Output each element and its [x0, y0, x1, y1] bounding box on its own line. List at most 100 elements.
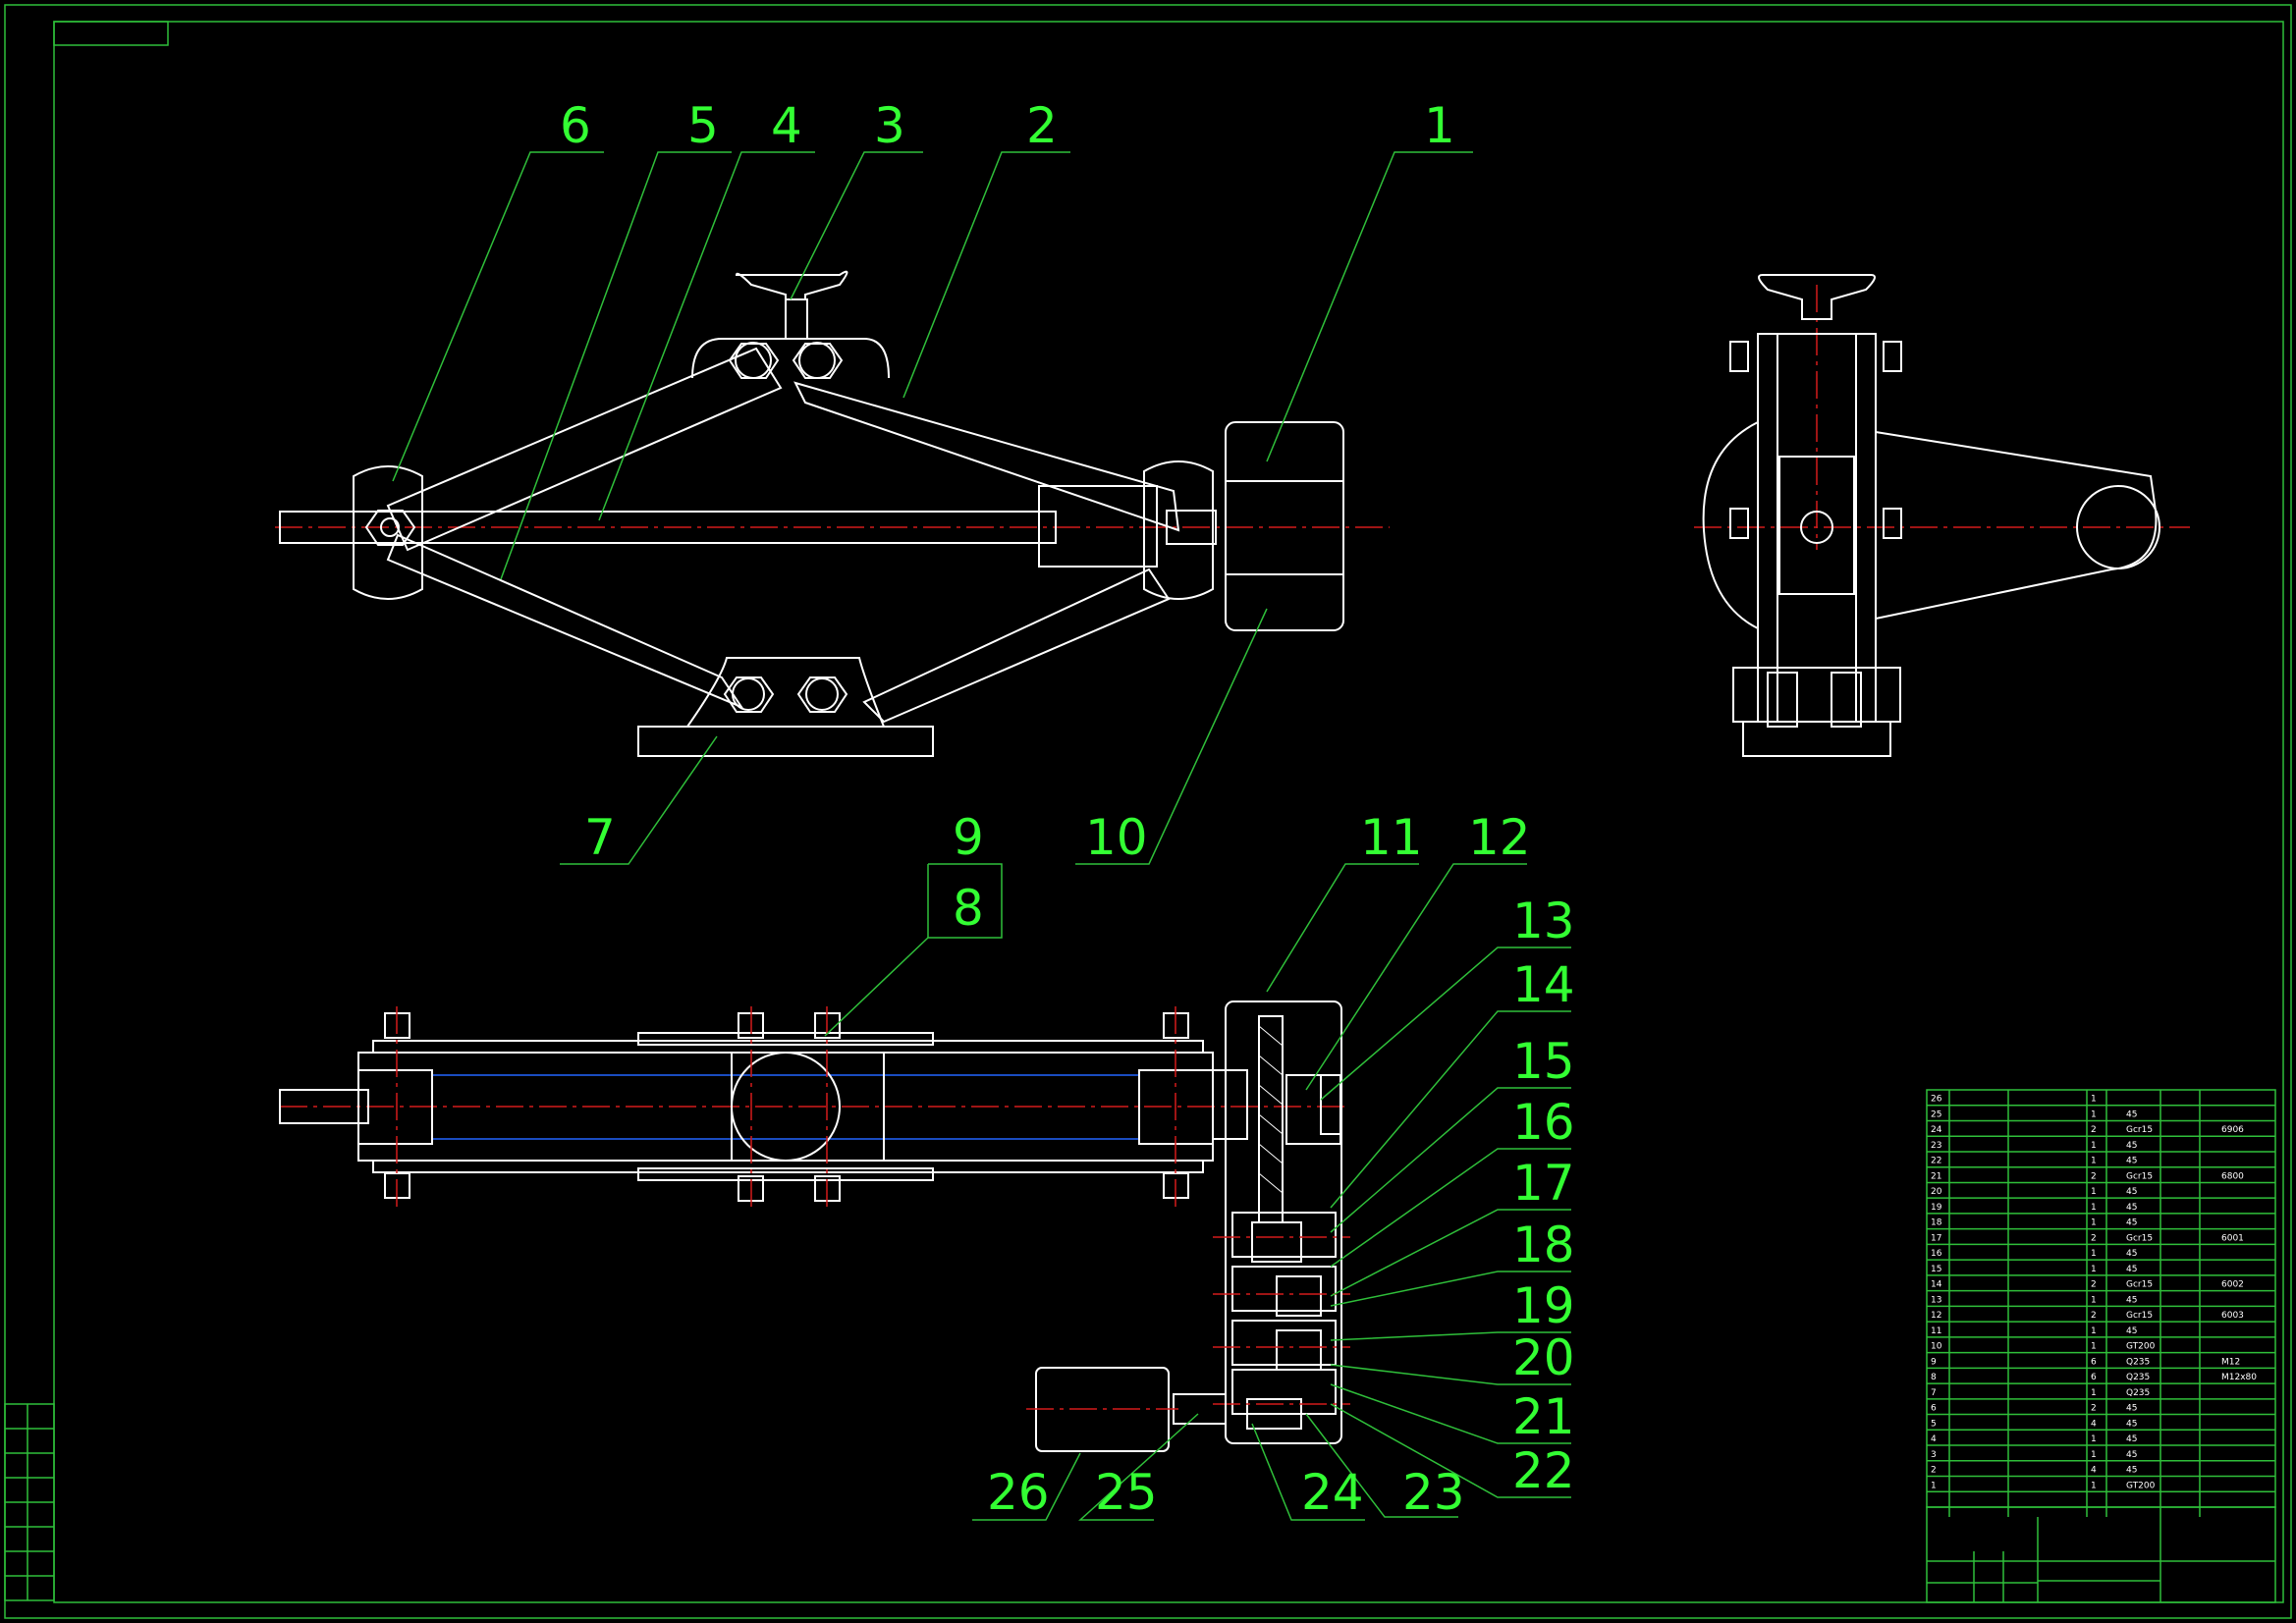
balloon-6: 6 — [560, 97, 591, 154]
bom-cell-material: Q235 — [2126, 1373, 2150, 1382]
balloon-8: 8 — [953, 880, 984, 937]
bom-cell-no: 23 — [1931, 1141, 1941, 1151]
bom-cell-note: 6002 — [2221, 1280, 2244, 1290]
bom-cell-qty: 2 — [2091, 1233, 2097, 1243]
front-view — [275, 270, 1390, 757]
bom-cell-material: Q235 — [2126, 1388, 2150, 1398]
bom-cell-material: Gcr15 — [2126, 1311, 2153, 1321]
balloon-11: 11 — [1360, 809, 1423, 866]
bom-cell-no: 11 — [1931, 1326, 1941, 1336]
balloon-5: 5 — [687, 97, 719, 154]
bom-cell-material: 45 — [2126, 1419, 2137, 1429]
balloon-9: 9 — [953, 809, 984, 866]
bom-cell-no: 15 — [1931, 1265, 1941, 1274]
bom-cell-no: 9 — [1931, 1357, 1937, 1367]
bom-cell-no: 25 — [1931, 1109, 1941, 1119]
bom-cell-material: 45 — [2126, 1295, 2137, 1305]
bom-cell-qty: 1 — [2091, 1265, 2097, 1274]
bom-cell-qty: 2 — [2091, 1404, 2097, 1414]
top-view — [279, 1001, 1350, 1452]
bom-cell-qty: 1 — [2091, 1157, 2097, 1166]
bom-cell-no: 7 — [1931, 1388, 1937, 1398]
bom-cell-no: 18 — [1931, 1218, 1942, 1228]
bom-cell-material: Q235 — [2126, 1357, 2150, 1367]
bom-cell-qty: 1 — [2091, 1342, 2097, 1352]
bom-cell-material: Gcr15 — [2126, 1125, 2153, 1135]
balloon-13: 13 — [1512, 893, 1575, 949]
bom-cell-no: 4 — [1931, 1434, 1937, 1444]
bom-cell-no: 6 — [1931, 1404, 1937, 1414]
bom-cell-material: 45 — [2126, 1265, 2137, 1274]
bom-cell-no: 10 — [1931, 1342, 1942, 1352]
bom-cell-note: 6906 — [2221, 1125, 2244, 1135]
balloon-12: 12 — [1468, 809, 1531, 866]
bom-cell-qty: 1 — [2091, 1295, 2097, 1305]
bom-cell-qty: 2 — [2091, 1280, 2097, 1290]
balloon-24: 24 — [1301, 1464, 1364, 1521]
bom-cell-material: 45 — [2126, 1450, 2137, 1460]
bom-cell-no: 26 — [1931, 1095, 1942, 1105]
bom-cell-qty: 2 — [2091, 1125, 2097, 1135]
bom-cell-no: 12 — [1931, 1311, 1941, 1321]
bom-cell-material: Gcr15 — [2126, 1233, 2153, 1243]
bom-cell-qty: 1 — [2091, 1249, 2097, 1259]
balloon-18: 18 — [1512, 1217, 1575, 1273]
side-view — [1694, 274, 2190, 757]
callout-leaders — [392, 151, 1571, 1521]
balloon-22: 22 — [1512, 1442, 1575, 1499]
drawing-frame — [4, 4, 2292, 1619]
bom-cell-qty: 6 — [2091, 1357, 2097, 1367]
bom-cell-material: 45 — [2126, 1203, 2137, 1213]
bom-cell-qty: 4 — [2091, 1419, 2097, 1429]
bom-cell-no: 5 — [1931, 1419, 1937, 1429]
balloon-21: 21 — [1512, 1388, 1575, 1445]
bom-cell-material: 45 — [2126, 1109, 2137, 1119]
bom-cell-qty: 1 — [2091, 1109, 2097, 1119]
bom-cell-qty: 1 — [2091, 1326, 2097, 1336]
bom-cell-material: GT200 — [2126, 1342, 2156, 1352]
bom-cell-no: 2 — [1931, 1466, 1937, 1476]
bom-cell-material: 45 — [2126, 1434, 2137, 1444]
bom-cell-material: 45 — [2126, 1187, 2137, 1197]
bom-cell-material: 45 — [2126, 1157, 2137, 1166]
balloon-1: 1 — [1424, 97, 1455, 154]
balloon-15: 15 — [1512, 1033, 1575, 1090]
bom-cell-no: 22 — [1931, 1157, 1941, 1166]
balloon-14: 14 — [1512, 956, 1575, 1013]
bom-cell-material: 45 — [2126, 1466, 2137, 1476]
bom-cell-qty: 1 — [2091, 1141, 2097, 1151]
bom-cell-no: 16 — [1931, 1249, 1942, 1259]
bom-cell-no: 13 — [1931, 1295, 1941, 1305]
bom-cell-qty: 1 — [2091, 1095, 2097, 1105]
balloon-26: 26 — [987, 1464, 1050, 1521]
bom-cell-material: 45 — [2126, 1249, 2137, 1259]
bom-cell-no: 8 — [1931, 1373, 1937, 1382]
bom-cell-note: 6001 — [2221, 1233, 2244, 1243]
balloon-3: 3 — [874, 97, 905, 154]
bom-cell-note: M12 — [2221, 1357, 2240, 1367]
bom-cell-material: Gcr15 — [2126, 1280, 2153, 1290]
balloon-4: 4 — [771, 97, 802, 154]
bom-cell-qty: 1 — [2091, 1218, 2097, 1228]
bom-cell-no: 14 — [1931, 1280, 1942, 1290]
bom-cell-no: 3 — [1931, 1450, 1937, 1460]
balloon-19: 19 — [1512, 1277, 1575, 1334]
bom-cell-material: 45 — [2126, 1404, 2137, 1414]
bom-cell-qty: 1 — [2091, 1434, 2097, 1444]
bom-cell-no: 17 — [1931, 1233, 1941, 1243]
bom-cell-no: 21 — [1931, 1171, 1941, 1181]
balloon-16: 16 — [1512, 1094, 1575, 1151]
bom-cell-note: M12x80 — [2221, 1373, 2257, 1382]
bom-cell-no: 19 — [1931, 1203, 1942, 1213]
bom-cell-qty: 1 — [2091, 1203, 2097, 1213]
balloon-23: 23 — [1402, 1464, 1465, 1521]
bom-cell-material: Gcr15 — [2126, 1171, 2153, 1181]
balloon-2: 2 — [1026, 97, 1058, 154]
bom-cell-no: 20 — [1931, 1187, 1942, 1197]
bom-cell-qty: 2 — [2091, 1311, 2097, 1321]
bom-cell-qty: 6 — [2091, 1373, 2097, 1382]
bom-cell-qty: 1 — [2091, 1481, 2097, 1490]
bom-cell-qty: 1 — [2091, 1187, 2097, 1197]
